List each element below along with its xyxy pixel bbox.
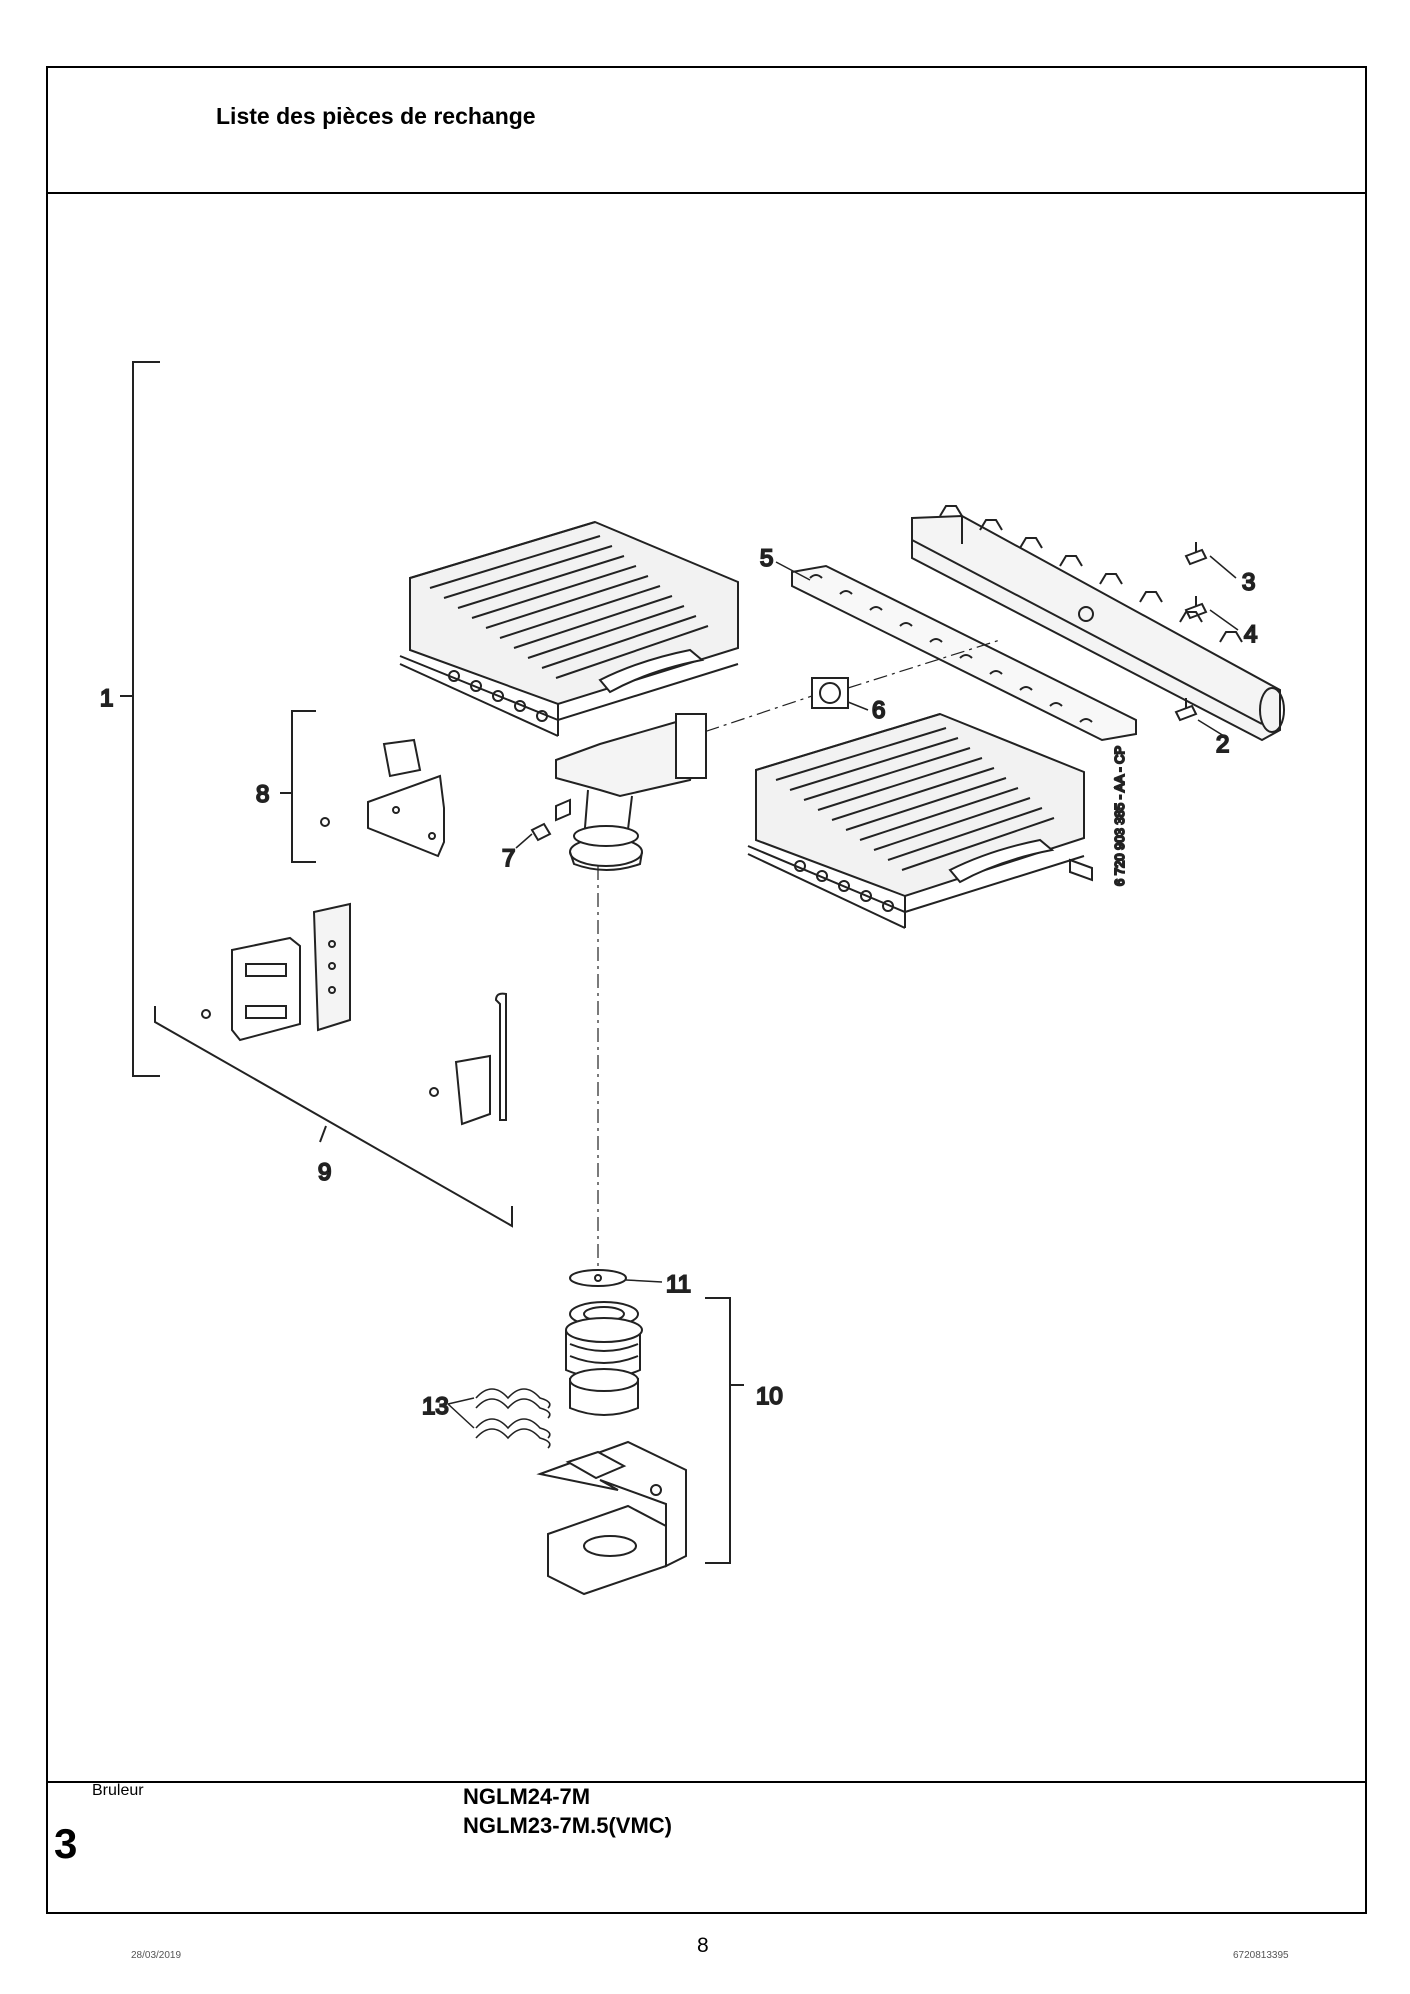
- callout-13: 13: [422, 1393, 449, 1420]
- page-number: 8: [697, 1934, 709, 1957]
- electrode-assembly-9: [201, 902, 507, 1126]
- injector-strip: [791, 564, 1137, 742]
- print-date: 28/03/2019: [131, 1950, 182, 1961]
- callout-8: 8: [256, 781, 269, 808]
- mounting-bracket-8: [320, 738, 445, 858]
- header-divider: [46, 192, 1367, 194]
- callout-11: 11: [666, 1271, 691, 1298]
- callout-7: 7: [502, 845, 515, 872]
- mounting-plate: [536, 1440, 687, 1596]
- callout-5: 5: [760, 545, 773, 572]
- callout-1: 1: [100, 685, 113, 712]
- assembly-axis-lines: [597, 639, 1001, 1270]
- burner-block-front: [747, 712, 1093, 929]
- connector-assembly-10: [565, 1301, 643, 1416]
- bracket-9: [154, 1006, 513, 1228]
- washer-11: [569, 1269, 627, 1287]
- retaining-clips-13: [475, 1388, 551, 1449]
- callout-3: 3: [1242, 569, 1255, 596]
- page-frame: [46, 66, 1367, 1914]
- model-name-2: NGLM23-7M.5(VMC): [463, 1813, 673, 1838]
- bracket-8: [280, 710, 316, 863]
- bracket-1: [120, 361, 160, 1077]
- callout-6: 6: [872, 697, 885, 724]
- gas-valve-body: [555, 713, 707, 871]
- page-title: Liste des pièces de rechange: [216, 103, 536, 129]
- screw-7: [530, 822, 552, 842]
- figure-reference: 6 720 903 385 - AA - CP: [1112, 746, 1127, 886]
- gas-manifold-rail: [911, 505, 1285, 742]
- burner-block-rear: [399, 520, 739, 737]
- callout-2: 2: [1216, 731, 1229, 758]
- gasket: [811, 677, 849, 709]
- callout-10: 10: [756, 1383, 783, 1410]
- section-number: 3: [54, 1820, 78, 1867]
- leader-lines: [447, 555, 1239, 1429]
- callout-4: 4: [1244, 621, 1257, 648]
- screws-2-3-4: [1174, 542, 1208, 722]
- footer-divider: [46, 1781, 1367, 1783]
- bracket-10: [705, 1297, 744, 1564]
- section-name: Bruleur: [92, 1782, 144, 1799]
- document-number: 6720813395: [1233, 1950, 1289, 1961]
- callout-9: 9: [318, 1159, 331, 1186]
- model-name-1: NGLM24-7M: [463, 1784, 591, 1809]
